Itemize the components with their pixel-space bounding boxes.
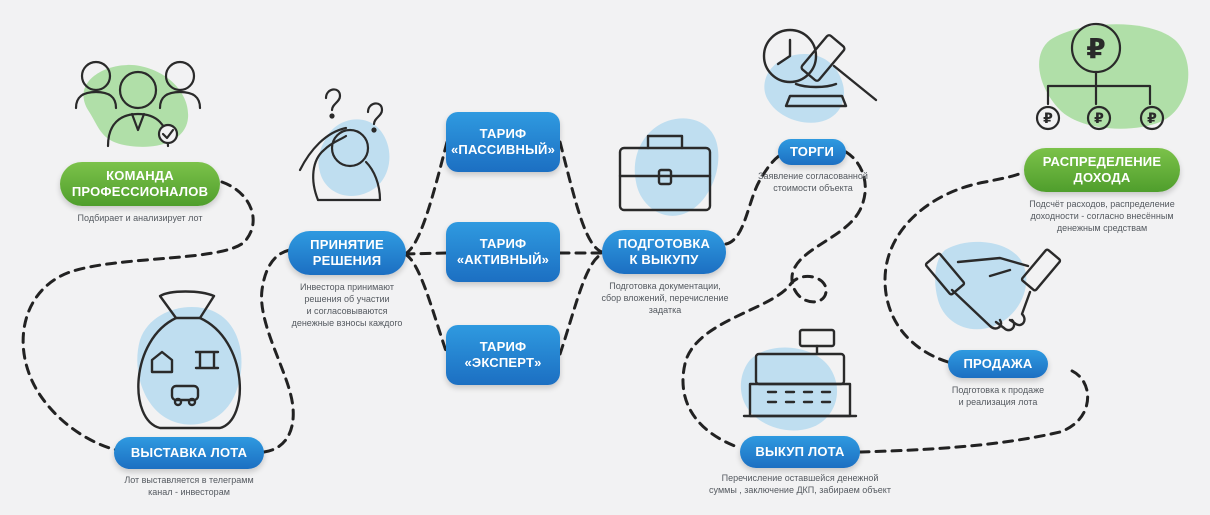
team-icon [74,60,202,148]
ruble-symbol-2: ₽ [1094,111,1104,127]
handshake-icon [924,248,1062,332]
briefcase-icon [618,134,712,212]
team-step-description: Подбирает и анализирует лот [77,213,203,223]
auction-step-label: ТОРГИ [778,139,846,165]
income-step-description: Подсчёт расходов, распределение доходнос… [1029,199,1175,233]
ruble-symbol-1: ₽ [1043,111,1053,127]
team-step-label: КОМАНДА ПРОФЕССИОНАЛОВ [60,162,220,206]
decision-step-label: ПРИНЯТИЕ РЕШЕНИЯ [288,231,406,275]
buyout-step-label: ВЫКУП ЛОТА [740,436,860,468]
background-blobs [83,24,1189,431]
decision-step-description: Инвестора принимают решения об участии и… [291,282,403,328]
blob-register [740,347,838,431]
ruble-symbol-main: ₽ [1086,32,1105,65]
ruble-symbols: ₽ ₽ ₽ ₽ [1043,32,1157,127]
tariff-active-label: ТАРИФ «АКТИВНЫЙ» [446,222,560,282]
thinking-person-icon [298,88,384,202]
buyout-step-description: Перечисление оставшейся денежной суммы ,… [709,473,891,495]
gavel-icon [762,28,878,108]
tariff-passive-label: ТАРИФ «ПАССИВНЫЙ» [446,112,560,172]
prep-step-label: ПОДГОТОВКА К ВЫКУПУ [602,230,726,274]
sale-step-label: ПРОДАЖА [948,350,1048,378]
blob-briefcase [634,118,719,216]
auction-step-description: Заявление согласованной стоимости объект… [758,171,868,193]
lot-step-label: ВЫСТАВКА ЛОТА [114,437,264,469]
blob-ruble [1039,24,1189,129]
cash-register-icon [742,328,858,418]
lot-step-description: Лот выставляется в телеграмм канал - инв… [124,475,254,497]
sale-step-description: Подготовка к продаже и реализация лота [951,385,1045,407]
income-step-label: РАСПРЕДЕЛЕНИЕ ДОХОДА [1024,148,1180,192]
process-path [21,140,1090,454]
tariff-expert-label: ТАРИФ «ЭКСПЕРТ» [446,325,560,385]
ruble-symbol-3: ₽ [1147,111,1157,127]
money-bag-icon [137,290,241,430]
ruble-distribution-icon [1035,22,1165,131]
prep-step-description: Подготовка документации, сбор вложений, … [601,281,729,315]
blob-thinker [318,119,390,197]
blob-handshake [935,241,1027,330]
blob-bag [137,307,242,425]
